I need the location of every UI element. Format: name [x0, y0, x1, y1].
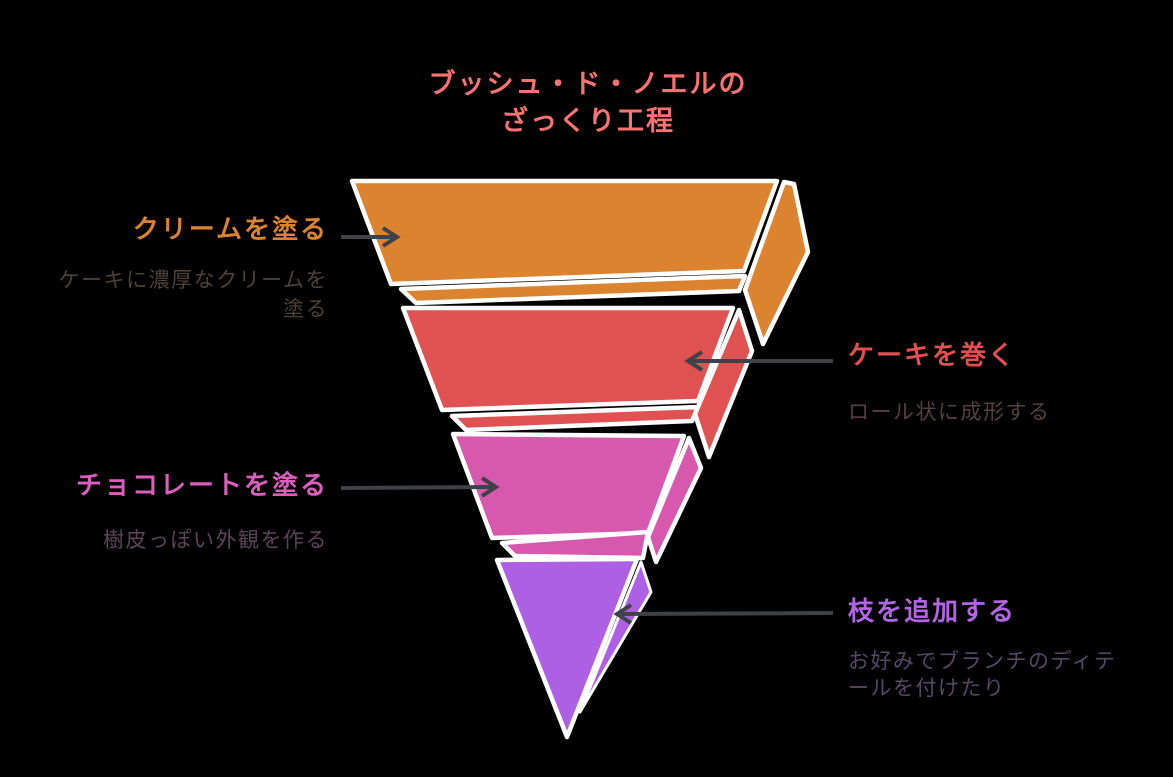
funnel-segment-branches: [494, 556, 653, 740]
arrow-step-branches: [613, 603, 834, 625]
funnel-segment-cream: [349, 178, 811, 347]
arrow-step-chocolate: [340, 476, 500, 498]
arrow-right-icon: [480, 476, 500, 498]
funnel-segment-roll: [400, 305, 755, 460]
arrow-step-roll: [684, 350, 833, 372]
segment-branches-side: [578, 560, 653, 714]
step-cream-label: クリームを塗る: [132, 215, 328, 245]
segment-roll-lip: [449, 404, 701, 433]
segment-roll-side: [692, 307, 755, 460]
arrow-left-icon: [613, 603, 633, 625]
funnel-segment-chocolate: [450, 431, 704, 565]
step-chocolate-description: 樹皮っぽい外観を作る: [103, 528, 328, 552]
arrow-left-icon: [684, 350, 704, 372]
step-cream-description: ケーキに濃厚なクリームを 塗る: [58, 268, 328, 321]
segment-cream-side: [742, 179, 811, 347]
step-branches-description: お好みでブランチのディテ ールを付けたり: [848, 649, 1117, 700]
segment-cream-lip: [398, 273, 748, 306]
segment-chocolate-lip: [499, 529, 651, 561]
segment-branches-front: [494, 556, 640, 740]
page-title: ブッシュ・ド・ノエルの ざっくり工程: [428, 69, 748, 137]
segment-chocolate-side: [645, 435, 704, 565]
step-roll-label: ケーキを巻く: [848, 341, 1017, 371]
step-branches-label: 枝を追加する: [848, 597, 1017, 627]
step-roll-description: ロール状に成形する: [848, 400, 1051, 424]
segment-roll-front: [400, 305, 736, 413]
segment-cream-front: [349, 178, 780, 287]
arrow-right-icon: [381, 226, 401, 248]
step-chocolate-label: チョコレートを塗る: [75, 471, 328, 501]
arrow-step-cream: [341, 226, 401, 248]
